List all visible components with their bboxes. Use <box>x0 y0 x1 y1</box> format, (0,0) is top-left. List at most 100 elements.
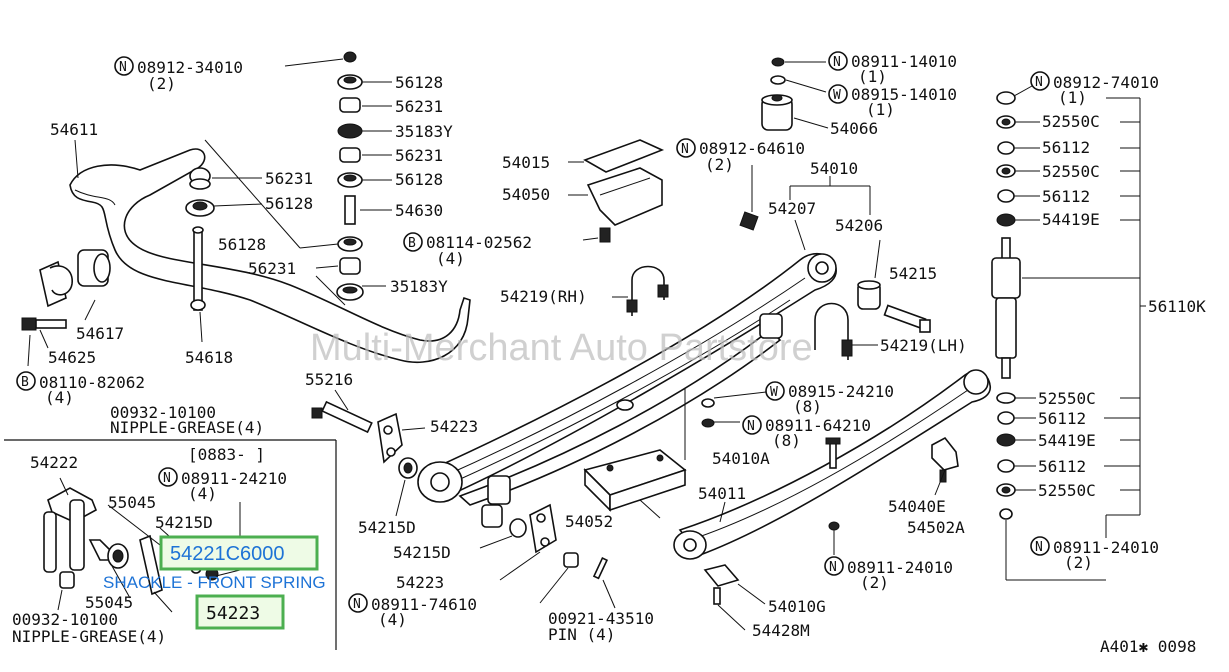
label-08911-74610: 08911-74610 <box>371 595 477 614</box>
n-symbol: N <box>829 560 837 575</box>
label-08114-02562-qty: (4) <box>436 249 465 268</box>
label-56231-d: 56231 <box>248 259 296 278</box>
label-54625: 54625 <box>48 348 96 367</box>
label-08911-24010-b: 08911-24010 <box>1053 538 1159 557</box>
w-symbol: W <box>833 88 841 103</box>
label-54617: 54617 <box>76 324 124 343</box>
label-56128-d: 56128 <box>218 235 266 254</box>
highlight-54221c6000[interactable]: 54221C6000 <box>159 535 319 571</box>
label-54223-b: 54223 <box>396 573 444 592</box>
shock-absorber-56110k <box>991 91 1021 520</box>
label-54502a: 54502A <box>907 518 965 537</box>
part-labels: N 08912-34010 (2) 56128 56231 35183Y 562… <box>12 51 1206 656</box>
stabilizer-stack-left <box>185 167 215 217</box>
n-symbol: N <box>1035 540 1043 555</box>
n-symbol: N <box>163 471 171 486</box>
label-08912-64610: 08912-64610 <box>699 139 805 158</box>
label-00921-43510: 00921-43510 <box>548 609 654 628</box>
highlight-box-54221c6000[interactable] <box>159 535 319 571</box>
n-symbol: N <box>681 142 689 157</box>
label-56231-b: 56231 <box>395 146 443 165</box>
u-bolt-54219-lh <box>814 302 878 360</box>
label-52550c-a: 52550C <box>1042 112 1100 131</box>
label-54052: 54052 <box>565 512 613 531</box>
label-56231-a: 56231 <box>395 97 443 116</box>
label-54428m: 54428M <box>752 621 810 640</box>
label-54010a: 54010A <box>712 449 770 468</box>
b-symbol: B <box>408 236 416 251</box>
stabilizer-bar-54611 <box>69 148 471 364</box>
label-54215: 54215 <box>889 264 937 283</box>
leaders-stabilizer <box>27 58 392 367</box>
label-56128-a: 56128 <box>395 73 443 92</box>
highlight-label-54223[interactable]: 54223 <box>206 603 260 624</box>
label-52550c-b: 52550C <box>1042 162 1100 181</box>
b-symbol: B <box>21 375 29 390</box>
pad-54052 <box>583 449 687 519</box>
inset-date-code: [0883- ] <box>188 445 265 464</box>
label-52550c-c: 52550C <box>1038 389 1096 408</box>
label-56112-b: 56112 <box>1042 187 1090 206</box>
label-56110k: 56110K <box>1148 297 1206 316</box>
shackle-54223-upper <box>377 412 426 464</box>
label-54630: 54630 <box>395 201 443 220</box>
w-symbol: W <box>770 385 778 400</box>
pin-00921-43510 <box>592 557 616 609</box>
label-54206: 54206 <box>835 216 883 235</box>
n-symbol: N <box>833 55 841 70</box>
n-symbol: N <box>353 597 361 612</box>
label-08915-14010-qty: (1) <box>866 100 895 119</box>
inset-label-08911-24210-qty: (4) <box>188 484 217 503</box>
label-08911-64210-qty: (8) <box>772 431 801 450</box>
link-rod-54618 <box>190 226 206 311</box>
bolt-54625 <box>21 317 67 331</box>
grease-nipple-55216 <box>311 389 373 434</box>
label-54219-lh: 54219(LH) <box>880 336 967 355</box>
label-08915-24210: 08915-24210 <box>788 382 894 401</box>
highlight-54223[interactable]: 54223 <box>195 594 285 630</box>
inset-label-00932-10100: 00932-10100 <box>12 610 118 629</box>
diagram-code: A401✱ 0098 <box>1100 637 1196 656</box>
label-54015: 54015 <box>502 153 550 172</box>
label-pin: PIN (4) <box>548 625 615 644</box>
nut-54207 <box>739 165 871 251</box>
label-54207: 54207 <box>768 199 816 218</box>
label-55216: 55216 <box>305 370 353 389</box>
label-56231-c: 56231 <box>265 169 313 188</box>
inset-label-55045-a: 55045 <box>108 493 156 512</box>
n-symbol: N <box>1035 75 1043 90</box>
label-54011: 54011 <box>698 484 746 503</box>
label-54040e: 54040E <box>888 497 946 516</box>
shackle-54223-lower <box>499 503 557 581</box>
label-54066: 54066 <box>830 119 878 138</box>
label-54223-a: 54223 <box>430 417 478 436</box>
highlight-part-number[interactable]: 54221C6000 <box>170 543 285 565</box>
u-bolt-54219-rh <box>612 265 669 316</box>
bracket-54040e <box>931 436 959 496</box>
highlight-box-54223[interactable] <box>195 594 285 630</box>
stabilizer-stack-center <box>336 51 364 301</box>
label-08110-82062-qty: (4) <box>45 388 74 407</box>
label-54010g: 54010G <box>768 597 826 616</box>
label-52550c-d: 52550C <box>1038 481 1096 500</box>
bushing-54215d-left <box>395 457 527 549</box>
label-08911-24010-a: 08911-24010 <box>847 558 953 577</box>
label-56112-c: 56112 <box>1038 409 1086 428</box>
watermark: Multi-Merchant Auto Partstore <box>310 327 813 369</box>
label-08911-14010-qty: (1) <box>858 67 887 86</box>
label-08915-24210-qty: (8) <box>793 397 822 416</box>
inset-label-54215d: 54215D <box>155 513 213 532</box>
label-08114-02562: 08114-02562 <box>426 233 532 252</box>
label-54618: 54618 <box>185 348 233 367</box>
label-08915-14010: 08915-14010 <box>851 85 957 104</box>
inset-label-nipple-grease: NIPPLE-GREASE(4) <box>12 627 166 646</box>
label-08911-24010-a-qty: (2) <box>860 573 889 592</box>
label-08911-24010-b-qty: (2) <box>1064 553 1093 572</box>
label-54611: 54611 <box>50 120 98 139</box>
label-56112-a: 56112 <box>1042 138 1090 157</box>
bushing-54206 <box>857 239 931 333</box>
inset-label-54222: 54222 <box>30 453 78 472</box>
bolt-54010a <box>825 437 841 555</box>
